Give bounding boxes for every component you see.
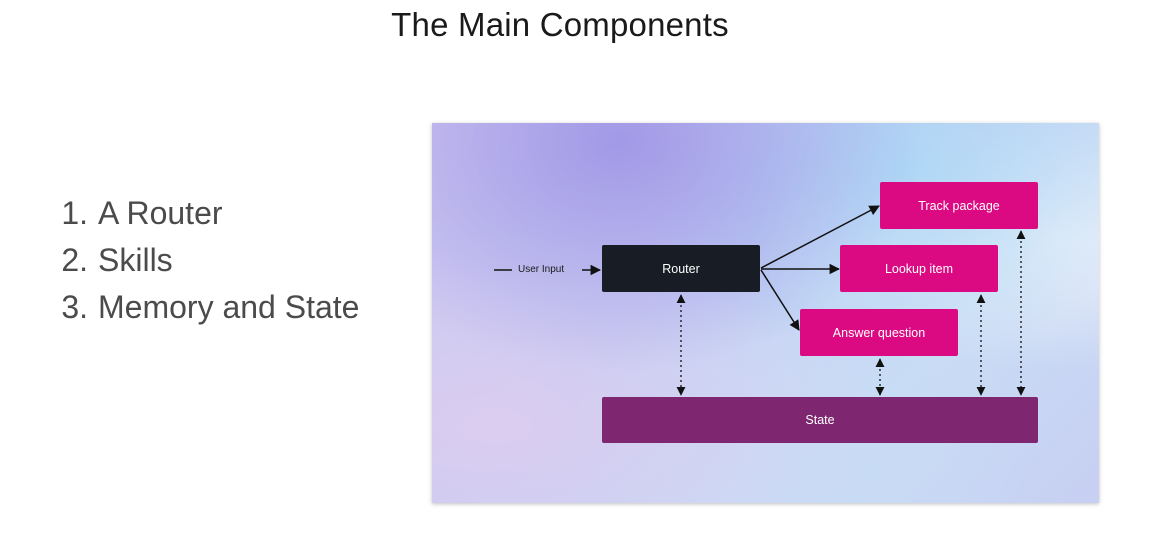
diagram-connectors (494, 205, 1026, 396)
router-to-answer-arrow (760, 269, 800, 331)
list-item: 2. Skills (40, 237, 359, 284)
list-item-label: Memory and State (98, 289, 360, 325)
list-item-label: Skills (98, 242, 173, 278)
list-item: 3. Memory and State (40, 284, 359, 331)
user-input-label: User Input (518, 264, 565, 275)
architecture-diagram: User Input Router Track package Lookup i… (432, 123, 1099, 503)
list-item-number: 2. (61, 242, 88, 278)
list-item: 1. A Router (40, 190, 359, 237)
answer-question-node: Answer question (800, 309, 958, 356)
router-to-track-arrow (760, 205, 880, 269)
list-item-number: 1. (61, 195, 88, 231)
track-package-node: Track package (880, 182, 1038, 229)
slide-title: The Main Components (391, 6, 729, 43)
list-item-number: 3. (61, 289, 88, 325)
router-node: Router (602, 245, 760, 292)
lookup-item-node: Lookup item (840, 245, 998, 292)
components-list: 1. A Router 2. Skills 3. Memory and State (40, 190, 359, 331)
state-node: State (602, 397, 1038, 443)
list-item-label: A Router (98, 195, 223, 231)
